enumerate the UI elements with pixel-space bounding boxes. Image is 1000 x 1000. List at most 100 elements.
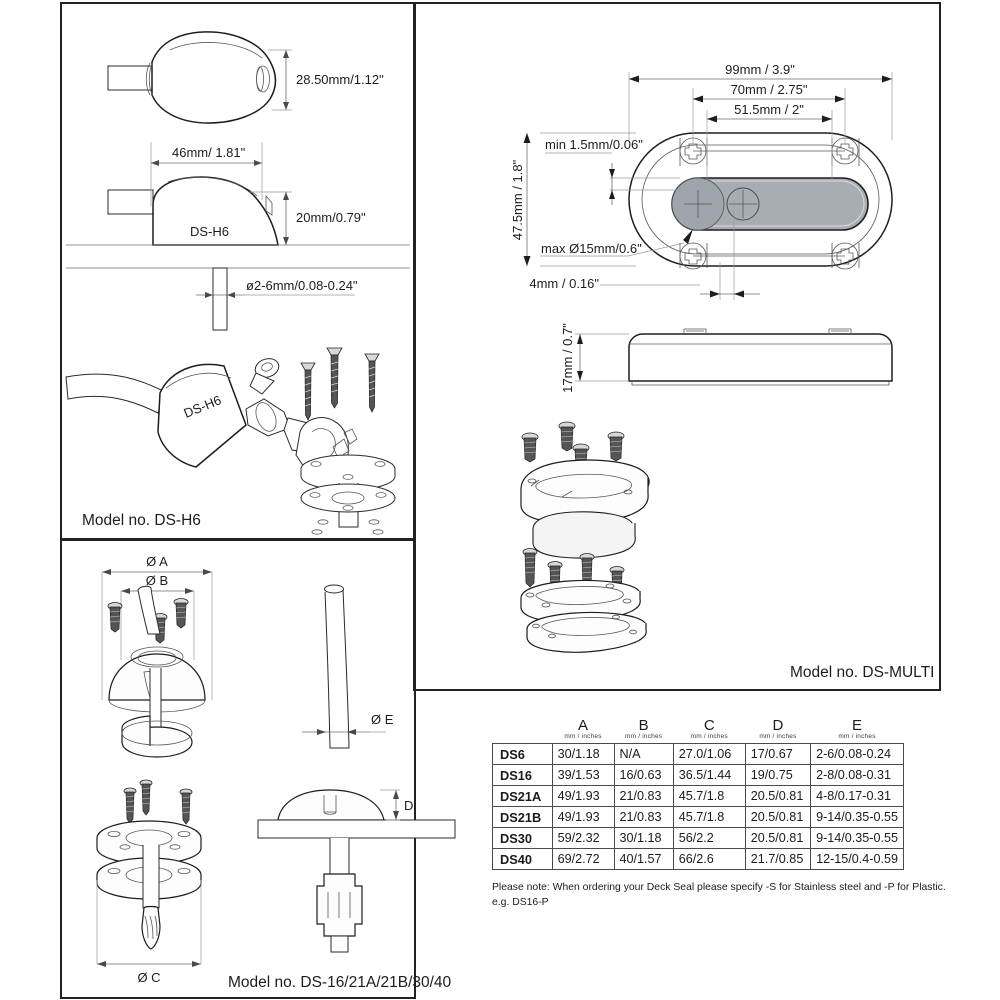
- spec-col-header-d: D mm / inches: [759, 717, 797, 740]
- cell-a: 59/2.32: [551, 827, 615, 850]
- dim-text-inner-span: 51.5mm / 2": [734, 102, 804, 117]
- table-row: DS16 39/1.53 16/0.63 36.5/1.44 19/0.75 2…: [492, 764, 904, 787]
- dim-text-min-slot: min 1.5mm/0.06": [545, 137, 643, 152]
- table-row: DS21A 49/1.93 21/0.83 45.7/1.8 20.5/0.81…: [492, 785, 904, 808]
- dim-text-screw-span: 70mm / 2.75": [731, 82, 808, 97]
- cell-c: 27.0/1.06: [672, 743, 746, 766]
- cell-model: DS21B: [492, 806, 553, 829]
- cell-model: DS21A: [492, 785, 553, 808]
- dim-text-height-d: D: [404, 798, 413, 813]
- cell-d: 21.7/0.85: [744, 848, 812, 871]
- cell-d: 20.5/0.81: [744, 806, 812, 829]
- ds-h6-iso-view: DS-H6: [65, 358, 396, 535]
- dim-ds-h6-height-side: 20mm/0.79": [250, 191, 366, 246]
- cell-e: 2-6/0.08-0.24: [810, 743, 904, 766]
- cell-a: 39/1.53: [551, 764, 615, 787]
- dim-ds-series-dia-c: Ø C: [96, 880, 202, 985]
- spec-col-header-c: C mm / inches: [690, 717, 728, 740]
- dim-text-width-side: 46mm/ 1.81": [172, 145, 246, 160]
- cell-model: DS16: [492, 764, 553, 787]
- ds-series-model-label: Model no. DS-16/21A/21B/30/40: [228, 974, 452, 991]
- cell-a: 49/1.93: [551, 806, 615, 829]
- table-row: DS21B 49/1.93 21/0.83 45.7/1.8 20.5/0.81…: [492, 806, 904, 829]
- cell-d: 19/0.75: [744, 764, 812, 787]
- cell-d: 20.5/0.81: [744, 785, 812, 808]
- ds-h6-side-view: DS-H6: [66, 176, 410, 246]
- dim-ds-multi-overall-width: 47.5mm / 1.8": [510, 133, 531, 266]
- cell-e: 9-14/0.35-0.55: [810, 806, 904, 829]
- spec-col-header-b: B mm / inches: [624, 717, 663, 740]
- cell-d: 20.5/0.81: [744, 827, 812, 850]
- cell-c: 45.7/1.8: [672, 785, 746, 808]
- table-row: DS30 59/2.32 30/1.18 56/2.2 20.5/0.81 9-…: [492, 827, 904, 850]
- ds-h6-screws: [300, 347, 380, 421]
- ds-multi-gasket-part: [532, 511, 636, 559]
- cell-a: 49/1.93: [551, 785, 615, 808]
- dim-text-overall-length: 99mm / 3.9": [725, 62, 795, 77]
- spec-table-container: A mm / inches B mm / inches C mm / inche…: [492, 718, 904, 871]
- spec-col-header-e: E mm / inches: [838, 717, 876, 740]
- cell-c: 66/2.6: [672, 848, 746, 871]
- table-row: DS40 69/2.72 40/1.57 66/2.6 21.7/0.85 12…: [492, 848, 904, 871]
- ds-series-exploded-view: [96, 585, 206, 950]
- ds-series-section-view: [257, 584, 456, 953]
- cell-model: DS6: [492, 743, 553, 766]
- dim-ds-multi-screw-span: 70mm / 2.75": [693, 82, 845, 103]
- dim-text-dia-c: Ø C: [137, 970, 160, 985]
- ds-multi-top-view: [540, 72, 893, 300]
- ordering-note-line-1: Please note: When ordering your Deck Sea…: [492, 882, 946, 893]
- dim-text-multi-height: 17mm / 0.7": [560, 323, 575, 393]
- dim-ds-multi-min-slot: min 1.5mm/0.06": [545, 137, 643, 205]
- ordering-note: Please note: When ordering your Deck Sea…: [492, 880, 946, 910]
- cell-model: DS30: [492, 827, 553, 850]
- ds-h6-top-view: [107, 31, 277, 124]
- dim-ds-multi-slot-width: 4mm / 0.16": [529, 276, 760, 298]
- cell-c: 56/2.2: [672, 827, 746, 850]
- dim-text-max-hole: max Ø15mm/0.6": [541, 241, 642, 256]
- cell-e: 12-15/0.4-0.59: [810, 848, 904, 871]
- spec-table: A mm / inches B mm / inches C mm / inche…: [492, 718, 904, 871]
- cell-b: 21/0.83: [613, 785, 674, 808]
- cell-c: 45.7/1.8: [672, 806, 746, 829]
- dim-ds-h6-width-side: 46mm/ 1.81": [150, 142, 263, 206]
- dim-ds-series-height-d: D: [380, 789, 413, 821]
- ds-h6-model-label: Model no. DS-H6: [82, 512, 201, 529]
- cell-c: 36.5/1.44: [672, 764, 746, 787]
- panel-frame-ds-series: [60, 538, 416, 999]
- dim-text-dia-e: Ø E: [371, 712, 394, 727]
- spec-col-header-blank: [493, 718, 553, 744]
- dim-ds-multi-inner-span: 51.5mm / 2": [707, 102, 832, 123]
- ds-series-flange-upper: [96, 820, 202, 865]
- table-row: DS6 30/1.18 N/A 27.0/1.06 17/0.67 2-6/0.…: [492, 743, 904, 766]
- dim-text-height-side: 20mm/0.79": [296, 210, 366, 225]
- cell-model: DS40: [492, 848, 553, 871]
- cell-b: 30/1.18: [613, 827, 674, 850]
- panel-frame-ds-multi: [413, 2, 941, 691]
- cell-b: N/A: [613, 743, 674, 766]
- cell-b: 16/0.63: [613, 764, 674, 787]
- dim-text-overall-width: 47.5mm / 1.8": [510, 159, 525, 240]
- dim-text-hole-dia: ø2-6mm/0.08-0.24": [246, 278, 358, 293]
- dim-ds-series-dia-a: Ø A: [101, 554, 213, 700]
- dim-text-dia-a: Ø A: [146, 554, 168, 569]
- cell-d: 17/0.67: [744, 743, 812, 766]
- cell-e: 2-8/0.08-0.31: [810, 764, 904, 787]
- spec-table-header-row: A mm / inches B mm / inches C mm / inche…: [493, 718, 904, 744]
- cell-b: 40/1.57: [613, 848, 674, 871]
- dim-ds-series-dia-b: Ø B: [120, 573, 195, 660]
- dim-text-slot-width: 4mm / 0.16": [529, 276, 599, 291]
- dim-ds-series-dia-e: Ø E: [302, 712, 394, 735]
- cell-e: 4-8/0.17-0.31: [810, 785, 904, 808]
- cell-a: 69/2.72: [551, 848, 615, 871]
- ds-multi-exploded-view: [520, 421, 650, 653]
- dim-text-dia-b: Ø B: [146, 573, 168, 588]
- ds-multi-side-view: [628, 328, 893, 386]
- cell-e: 9-14/0.35-0.55: [810, 827, 904, 850]
- ds-h6-deck-hole-view: [66, 267, 410, 331]
- ordering-note-line-2: e.g. DS16-P: [492, 897, 549, 909]
- dim-ds-h6-hole-dia: ø2-6mm/0.08-0.24": [196, 278, 358, 298]
- ds-h6-part-marking: DS-H6: [190, 224, 229, 239]
- ds-multi-model-label: Model no. DS-MULTI: [790, 664, 934, 681]
